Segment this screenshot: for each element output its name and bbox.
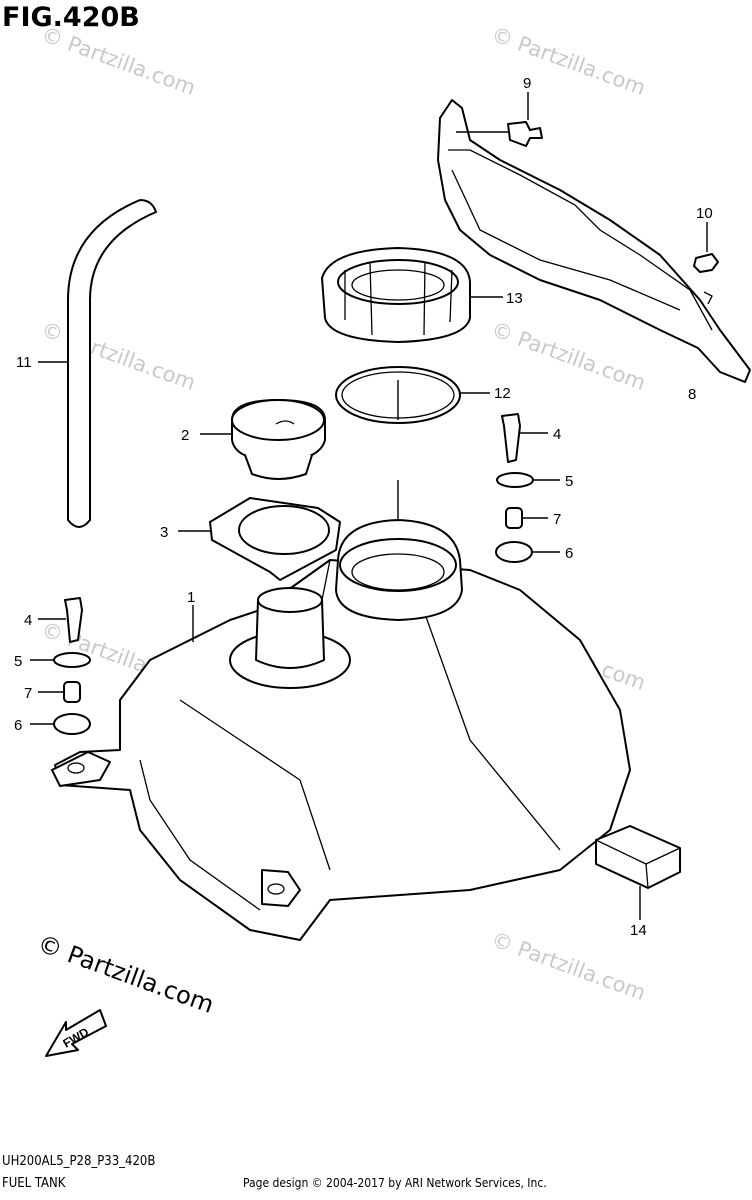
callout-8: 8	[688, 386, 696, 403]
watermark-prominent: © Partzilla.com	[34, 929, 218, 1019]
callout-11: 11	[16, 354, 32, 371]
part-12-o-ring	[335, 366, 490, 545]
figure-code: UH200AL5_P28_P33_420B	[2, 1154, 156, 1169]
part-11-hose	[38, 199, 157, 528]
part-9-clip	[456, 92, 543, 147]
copyright-notice: Page design © 2004-2017 by ARI Network S…	[243, 1176, 547, 1190]
callout-7: 7	[553, 511, 561, 528]
part-13-ring-nut	[321, 247, 503, 343]
callouts: 1 2 3 4 5 6 7 8 9 10 11 12 13 14 4 5 7 6	[14, 75, 713, 939]
callout-1: 1	[187, 589, 195, 606]
callout-5-left: 5	[14, 653, 22, 670]
callout-3: 3	[160, 524, 168, 541]
watermark: © Partzilla.com	[488, 22, 648, 100]
callout-2: 2	[181, 427, 189, 444]
callout-6-left: 6	[14, 717, 22, 734]
figure-name: FUEL TANK	[2, 1176, 66, 1191]
fwd-arrow: FWD	[45, 1009, 107, 1057]
callout-4: 4	[553, 426, 561, 443]
part-2-fuel-cap	[200, 399, 326, 480]
watermark: © Partzilla.com	[488, 317, 648, 395]
part-10-bolt	[693, 222, 719, 273]
callout-6: 6	[565, 545, 573, 562]
part-8-cover	[437, 99, 751, 383]
figure-title: FIG.420B	[2, 2, 140, 33]
part-1-fuel-tank	[51, 519, 631, 941]
watermark: © Partzilla.com	[488, 927, 648, 1005]
callout-4-left: 4	[24, 612, 32, 629]
callout-14: 14	[630, 922, 647, 939]
callout-13: 13	[506, 290, 523, 307]
part-3-gasket	[178, 497, 341, 581]
watermark: © Partzilla.com	[38, 22, 198, 100]
callout-5: 5	[565, 473, 573, 490]
callout-10: 10	[696, 205, 713, 222]
watermark: © Partzilla.com	[38, 317, 198, 395]
part-14-pad	[595, 825, 681, 920]
hardware-left	[30, 597, 91, 735]
callout-7-left: 7	[24, 685, 32, 702]
callout-12: 12	[494, 385, 511, 402]
hardware-right	[495, 413, 560, 563]
callout-9: 9	[523, 75, 531, 92]
